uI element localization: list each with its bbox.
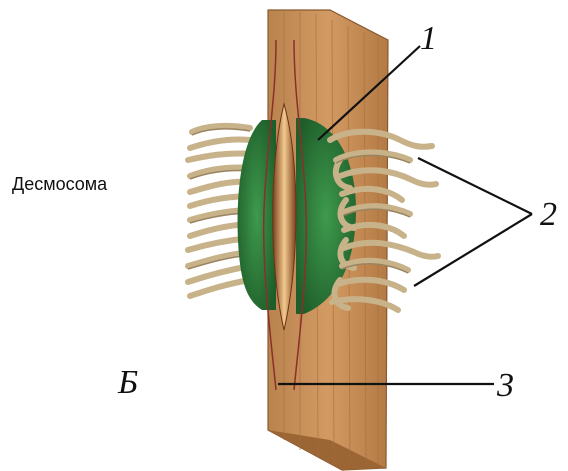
callout-1: 1 <box>420 22 437 56</box>
callout-2: 2 <box>540 198 557 232</box>
callout-3: 3 <box>497 369 514 403</box>
panel-letter: Б <box>118 366 138 400</box>
desmosome-label: Десмосома <box>12 174 107 195</box>
